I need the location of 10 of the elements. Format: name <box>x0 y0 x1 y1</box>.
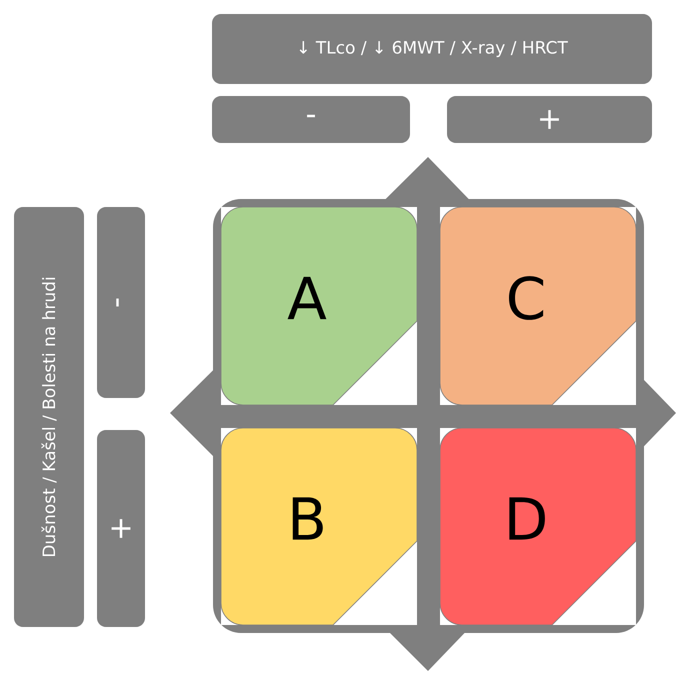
sign-box: + <box>447 96 652 143</box>
axis-header-box: ↓ TLco / ↓ 6MWT / X-ray / HRCT <box>212 14 652 84</box>
risk-quadrant: C <box>440 206 636 406</box>
sign-box: - <box>212 96 410 143</box>
sign-box: + <box>97 430 145 627</box>
risk-quadrant: A <box>220 206 418 406</box>
risk-quadrant: D <box>440 428 636 626</box>
risk-quadrant: B <box>220 428 418 626</box>
axis-header-box: Dušnost / Kašel / Bolesti na hrudi <box>14 207 84 627</box>
sign-box: - <box>97 207 145 398</box>
